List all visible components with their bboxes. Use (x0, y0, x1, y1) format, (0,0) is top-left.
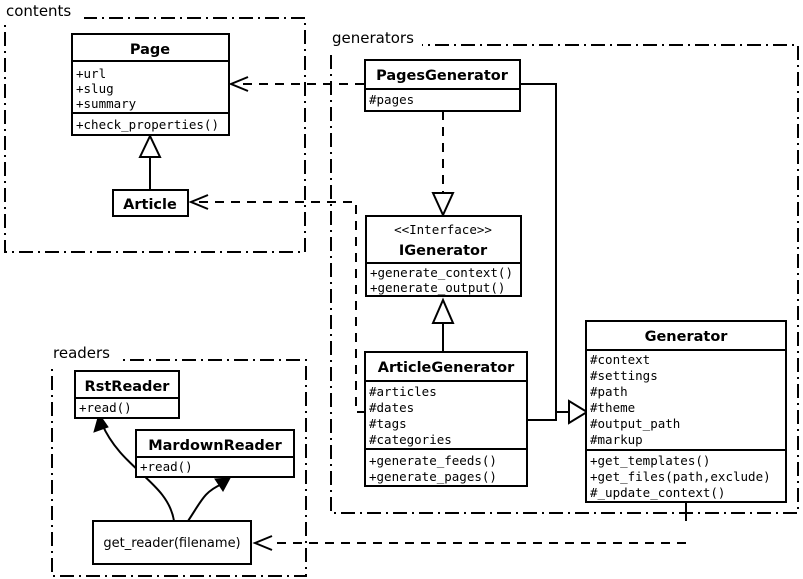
class-box-article-rect[interactable] (112, 189, 189, 217)
package-contents-border (4, 17, 306, 253)
class-stereotype-igenerator: <<Interface>> (394, 222, 492, 237)
class-attribute: #tags (369, 416, 407, 431)
link-getreader-to-mardownreader (187, 477, 231, 522)
link-articlegenerator-to-article-line (196, 201, 366, 413)
link-articlegenerator-to-igenerator-triangle (431, 297, 455, 324)
function-label-get-reader: get_reader(filename) (103, 536, 240, 551)
class-attribute: +summary (76, 96, 137, 111)
function-box-get-reader[interactable]: get_reader(filename) (92, 520, 252, 565)
class-attribute: #settings (590, 368, 658, 383)
class-box-article[interactable]: Article (112, 189, 189, 217)
link-article-to-page-triangle (138, 133, 162, 158)
class-method: +read() (79, 400, 132, 415)
class-method: +generate_output() (370, 280, 505, 295)
class-box-generator-rect[interactable] (585, 320, 787, 503)
package-generators-label-bg (330, 36, 422, 50)
link-getreader-to-mardownreader-arrowhead (214, 477, 231, 492)
package-readers-border (51, 359, 307, 577)
class-method: +get_files(path,exclude) (590, 469, 771, 484)
class-name-page: Page (130, 42, 170, 58)
class-box-page[interactable]: Page +url +slug +summary +check_properti… (71, 33, 230, 136)
link-pagesgenerator-to-page-arrowhead (228, 76, 249, 92)
class-name-generator: Generator (645, 329, 729, 345)
link-pagesgenerator-to-generator-line (520, 83, 571, 413)
function-box-get-reader-rect[interactable] (92, 520, 252, 565)
link-articlegenerator-to-generator-line (527, 412, 557, 421)
class-attribute: #categories (369, 432, 452, 447)
link-pagesgenerator-to-igenerator-triangle (431, 192, 455, 218)
class-attribute: #path (590, 384, 628, 399)
class-box-igenerator-rect[interactable] (365, 215, 522, 297)
class-box-pagesgenerator-rect[interactable] (364, 59, 521, 112)
class-box-generator[interactable]: Generator #context #settings #path #them… (585, 320, 787, 503)
class-method: +generate_context() (370, 265, 513, 280)
link-generator-to-getreader (252, 502, 687, 551)
class-attribute: #articles (369, 384, 437, 399)
class-box-igenerator[interactable]: <<Interface>> IGenerator +generate_conte… (365, 215, 522, 297)
class-box-mardownreader[interactable]: MardownReader +read() (135, 429, 295, 478)
class-name-articlegenerator: ArticleGenerator (378, 360, 515, 376)
package-contents: contents (4, 2, 306, 253)
class-box-mardownreader-rect[interactable] (135, 429, 295, 478)
class-attribute: +slug (76, 81, 114, 96)
class-attribute: #theme (590, 400, 635, 415)
link-pagesgenerator-to-igenerator (431, 111, 455, 218)
package-generators: generators (330, 29, 799, 514)
class-name-article: Article (123, 197, 177, 213)
class-attribute: +url (76, 66, 106, 81)
package-contents-label: contents (6, 2, 71, 20)
link-to-generator-triangle (568, 399, 589, 425)
class-method: +get_templates() (590, 453, 710, 468)
class-attribute: #output_path (590, 416, 680, 431)
class-name-pagesgenerator: PagesGenerator (376, 68, 509, 84)
class-method: +read() (140, 459, 193, 474)
class-method: +check_properties() (76, 117, 219, 132)
class-box-page-rect[interactable] (71, 33, 230, 136)
package-contents-label-bg (4, 10, 84, 24)
link-pagesgenerator-to-page (228, 76, 364, 92)
class-box-pagesgenerator[interactable]: PagesGenerator #pages (364, 59, 521, 112)
package-readers-label-bg (51, 351, 123, 365)
link-pagesgenerator-to-generator (520, 83, 571, 413)
link-articlegenerator-to-article (188, 194, 366, 413)
link-getreader-to-mardownreader-curve (187, 483, 223, 522)
link-getreader-to-rstreader-arrowhead (93, 412, 109, 433)
class-method: #_update_context() (590, 485, 725, 500)
link-generator-to-getreader-arrowhead (252, 535, 273, 551)
class-attribute: #pages (369, 92, 414, 107)
link-articlegenerator-to-article-arrowhead (188, 194, 209, 210)
class-box-rstreader-rect[interactable] (74, 370, 180, 419)
class-attribute: #context (590, 352, 650, 367)
package-readers-label: readers (53, 344, 110, 362)
class-method: +generate_feeds() (369, 453, 497, 468)
class-box-articlegenerator-rect[interactable] (364, 351, 528, 487)
class-box-articlegenerator[interactable]: ArticleGenerator #articles #dates #tags … (364, 351, 528, 487)
link-articlegenerator-to-generator (527, 399, 589, 425)
class-attribute: #markup (590, 432, 643, 447)
class-name-mardownreader: MardownReader (148, 438, 282, 454)
class-method: +generate_pages() (369, 469, 497, 484)
class-box-rstreader[interactable]: RstReader +read() (74, 370, 180, 419)
class-name-rstreader: RstReader (85, 379, 171, 395)
package-generators-label: generators (332, 29, 414, 47)
link-articlegenerator-to-igenerator (431, 297, 455, 352)
link-article-to-page (138, 133, 162, 190)
class-attribute: #dates (369, 400, 414, 415)
package-readers: readers (51, 344, 307, 577)
class-name-igenerator: IGenerator (399, 243, 488, 259)
